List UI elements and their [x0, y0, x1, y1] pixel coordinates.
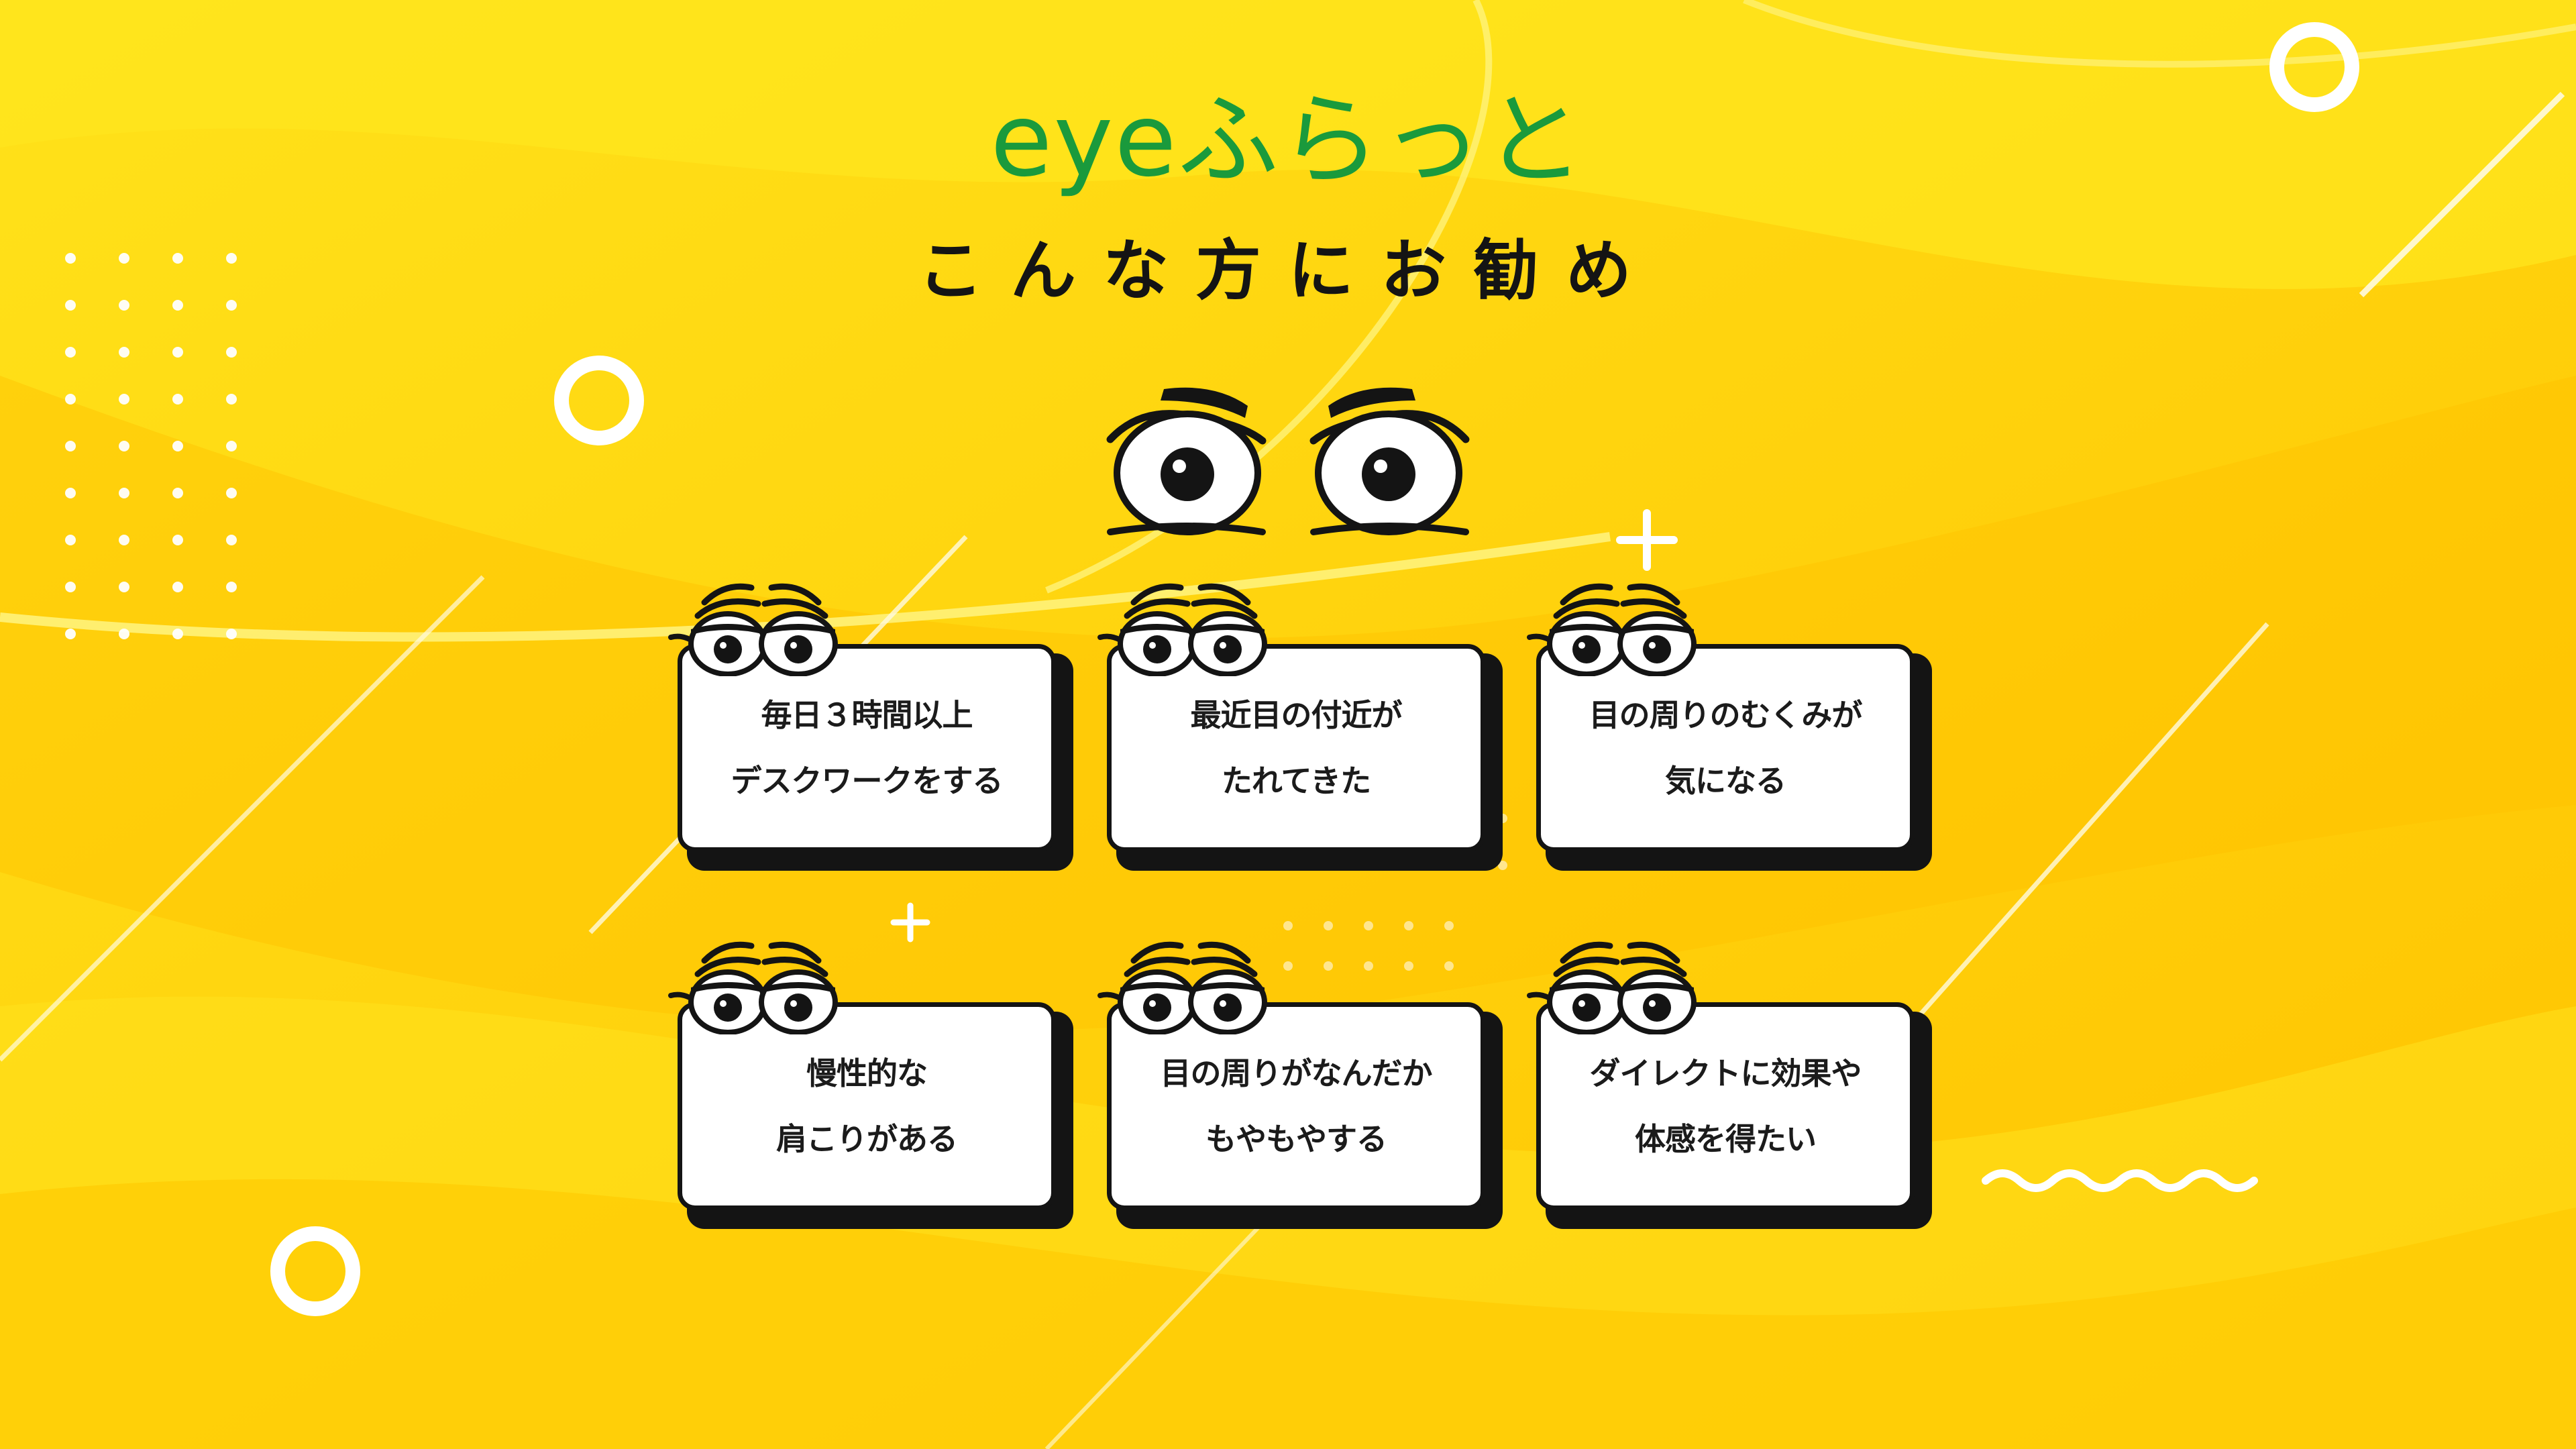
- sleepy-eyes-icon: [1527, 583, 1697, 676]
- card-line-2: 体感を得たい: [1635, 1121, 1817, 1157]
- card-line-1: 目の周りのむくみが: [1589, 697, 1863, 733]
- plus-icon: [1616, 509, 1678, 571]
- sleepy-eyes-icon: [668, 941, 838, 1034]
- sleepy-eyes-icon: [1097, 941, 1267, 1034]
- card-line-1: 慢性的な: [806, 1055, 928, 1091]
- dot-grid: [65, 253, 237, 639]
- angry-eyes-icon: [1106, 387, 1470, 535]
- card-4: 目の周りがなんだか もやもやする: [1097, 920, 1516, 1229]
- card-0: 毎日３時間以上 デスクワークをする: [668, 562, 1087, 871]
- sleepy-eyes-icon: [1097, 583, 1267, 676]
- card-line-2: もやもやする: [1205, 1121, 1387, 1157]
- card-line-2: デスクワークをする: [731, 763, 1004, 799]
- wave-line: [1982, 1169, 2258, 1192]
- card-3: 慢性的な 肩こりがある: [668, 920, 1087, 1229]
- card-panel: 最近目の付近が たれてきた: [1107, 644, 1485, 852]
- card-line-1: ダイレクトに効果や: [1589, 1055, 1862, 1091]
- card-panel: ダイレクトに効果や 体感を得たい: [1536, 1002, 1915, 1210]
- card-line-1: 目の周りがなんだか: [1160, 1055, 1433, 1091]
- card-line-2: たれてきた: [1221, 763, 1371, 799]
- card-line-1: 毎日３時間以上: [761, 697, 973, 733]
- card-line-2: 肩こりがある: [776, 1121, 958, 1157]
- card-5: ダイレクトに効果や 体感を得たい: [1527, 920, 1945, 1229]
- brand-prefix: eye: [990, 83, 1178, 199]
- card-2: 目の周りのむくみが 気になる: [1527, 562, 1945, 871]
- card-panel: 毎日３時間以上 デスクワークをする: [678, 644, 1056, 852]
- card-panel: 目の周りがなんだか もやもやする: [1107, 1002, 1485, 1210]
- card-1: 最近目の付近が たれてきた: [1097, 562, 1516, 871]
- card-panel: 目の周りのむくみが 気になる: [1536, 644, 1915, 852]
- ring-icon: [2269, 22, 2359, 112]
- brand-suffix: ふらっと: [1177, 83, 1586, 199]
- page-title: こんな方にお勧め: [917, 233, 1658, 309]
- brand-logo: eyeふらっと: [0, 91, 2576, 191]
- card-line-2: 気になる: [1665, 763, 1786, 799]
- sleepy-eyes-icon: [668, 583, 838, 676]
- sleepy-eyes-icon: [1527, 941, 1697, 1034]
- card-panel: 慢性的な 肩こりがある: [678, 1002, 1056, 1210]
- card-line-1: 最近目の付近が: [1190, 697, 1403, 733]
- diagonal-line: [2359, 91, 2565, 298]
